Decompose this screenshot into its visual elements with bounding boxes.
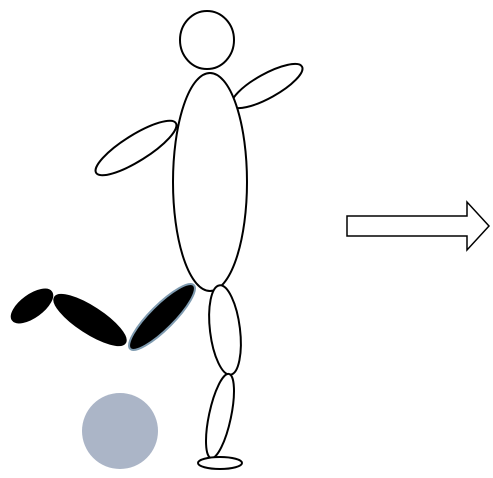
standing-shin	[200, 372, 239, 461]
standing-foot	[198, 457, 242, 469]
right-arrow-icon	[347, 202, 489, 250]
head	[180, 11, 234, 69]
kicking-foot	[6, 283, 58, 329]
torso	[173, 73, 247, 291]
stick-figure	[6, 11, 308, 469]
kicking-thigh	[122, 277, 203, 358]
kicking-shin	[48, 286, 133, 354]
right-arm	[226, 56, 308, 116]
standing-thigh	[205, 284, 246, 377]
left-arm	[89, 112, 182, 184]
ball-icon	[82, 393, 158, 469]
